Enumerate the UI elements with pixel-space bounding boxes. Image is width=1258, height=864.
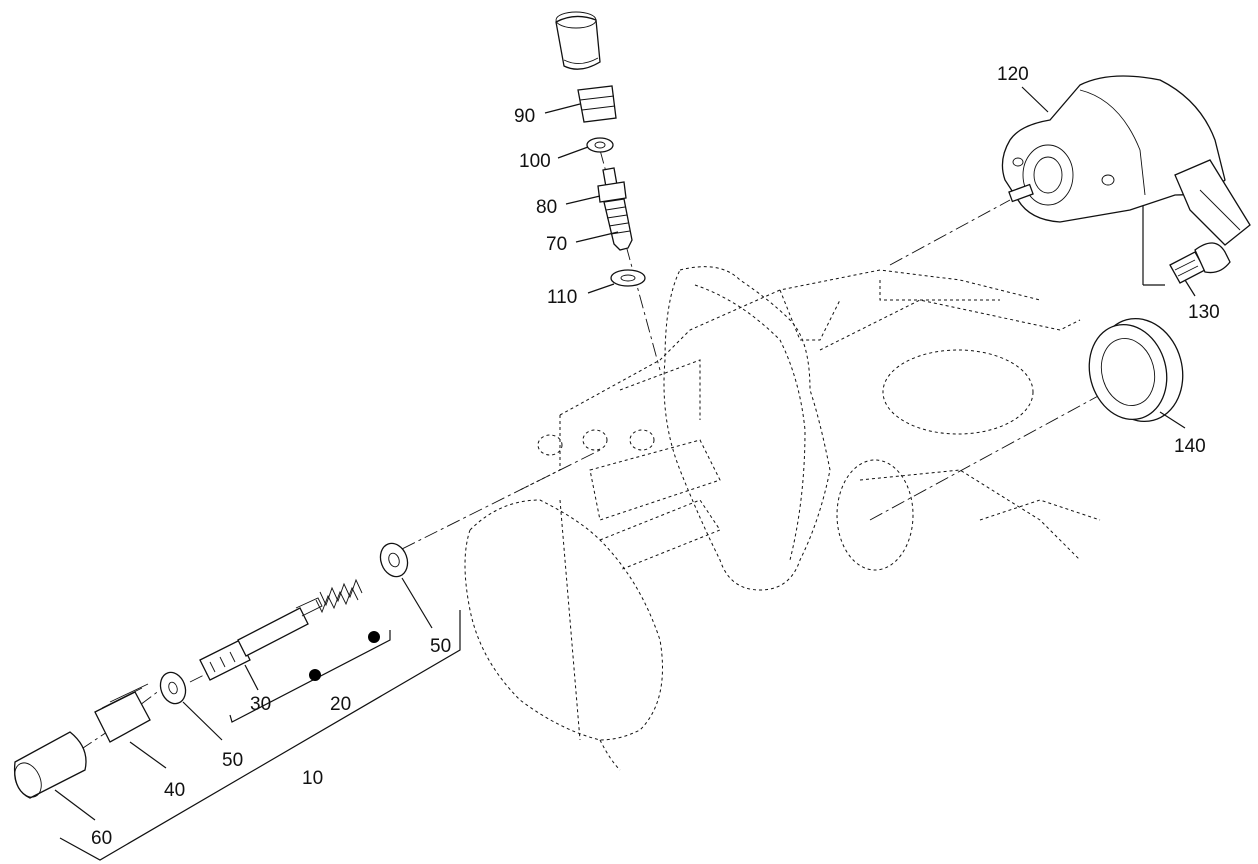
washer-110 <box>610 269 646 287</box>
label-110: 110 <box>547 287 577 308</box>
washer-100 <box>586 137 614 153</box>
label-130: 130 <box>1188 302 1220 323</box>
label-70: 70 <box>546 234 567 255</box>
leader-lines <box>54 86 1196 821</box>
screw-130 <box>1169 242 1231 284</box>
label-80: 80 <box>536 197 557 218</box>
label-140: 140 <box>1174 436 1206 457</box>
part-labels: 90 100 80 70 110 120 130 140 50 30 20 50… <box>91 64 1220 849</box>
label-50-upper: 50 <box>430 636 451 657</box>
nut-90 <box>577 85 617 123</box>
label-40: 40 <box>164 780 185 801</box>
nut-40 <box>94 683 151 743</box>
assembly-brackets <box>59 610 461 861</box>
plunger-30 <box>199 597 323 681</box>
label-10: 10 <box>302 768 323 789</box>
label-50-lower: 50 <box>222 750 243 771</box>
seal-140 <box>1088 317 1184 423</box>
label-100: 100 <box>519 151 551 172</box>
screw-80-70 <box>597 167 633 251</box>
label-20: 20 <box>330 694 351 715</box>
protective-cap <box>555 11 601 70</box>
washer-50-lower <box>159 671 187 705</box>
washer-50-upper <box>379 542 409 578</box>
label-60: 60 <box>91 828 112 849</box>
solenoid-120 <box>1001 75 1251 246</box>
spring-20 <box>315 578 363 614</box>
cap-60 <box>13 731 87 799</box>
label-30: 30 <box>250 694 271 715</box>
label-120: 120 <box>997 64 1029 85</box>
housing-outline <box>464 266 1101 771</box>
label-90: 90 <box>514 106 535 127</box>
